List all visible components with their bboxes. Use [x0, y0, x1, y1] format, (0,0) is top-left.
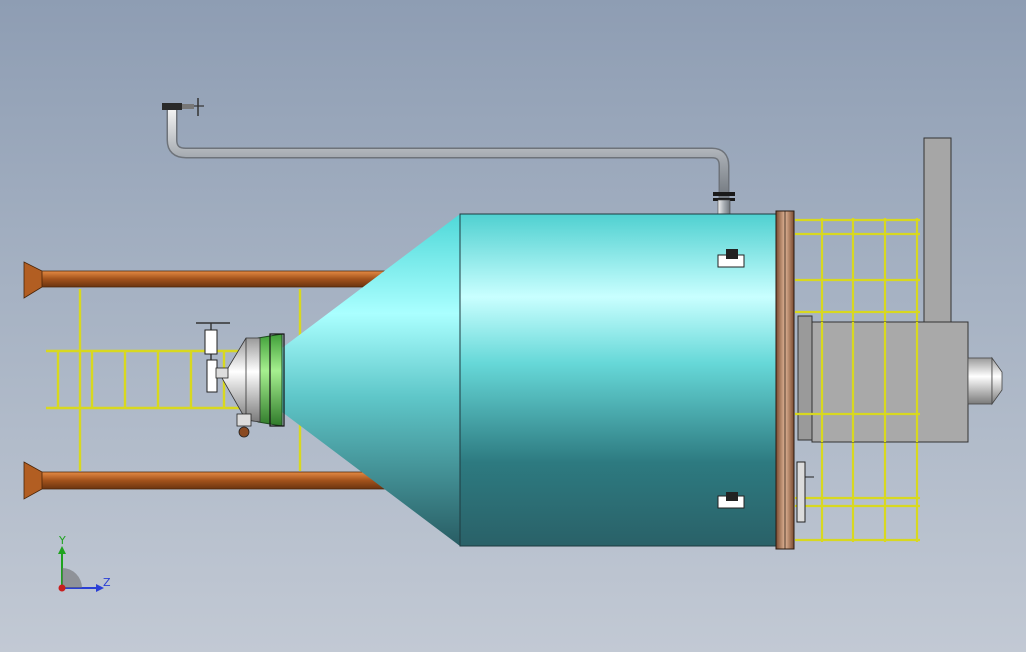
lifting-lug-bottom: [717, 492, 745, 509]
outlet-nozzle: [967, 356, 1003, 406]
pipe-flange-upper: [713, 192, 735, 196]
inspection-port: [796, 461, 814, 523]
z-axis-label: Z: [103, 576, 111, 589]
main-vessel-cylinder: [459, 213, 779, 547]
top-pipe-valve: [162, 98, 204, 116]
top-pipe: [162, 98, 735, 216]
outlet-duct: [795, 137, 1003, 443]
feed-inlet-assembly: [196, 322, 285, 438]
x-axis-origin: [58, 584, 66, 592]
axis-triad: Y Z: [58, 534, 111, 592]
conical-section: [282, 214, 460, 546]
y-axis-label: Y: [58, 534, 66, 547]
inlet-valve-handwheel: [196, 322, 230, 393]
lifting-lug-top: [717, 249, 745, 268]
pipe-flange-lower: [713, 198, 735, 201]
support-leg-bottom: [23, 461, 436, 500]
drain-fitting: [236, 413, 252, 438]
